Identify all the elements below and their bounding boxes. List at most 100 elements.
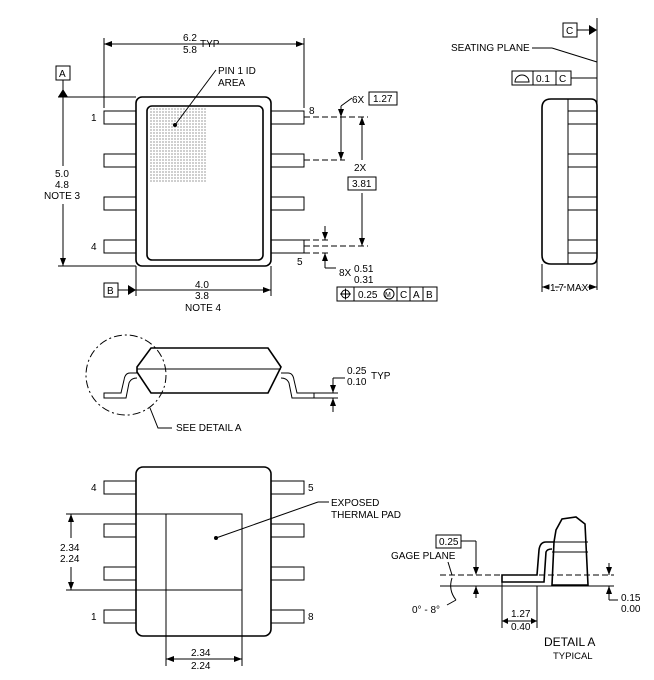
position-value: 0.25 <box>358 290 378 301</box>
detail-a-callout-circle <box>85 334 167 416</box>
bottom-lead-4 <box>103 480 137 495</box>
top-lead-2 <box>103 153 137 168</box>
angle-label: 0° - 8° <box>412 605 440 616</box>
side-lead-3 <box>567 196 598 211</box>
mmc-circle-icon <box>383 288 395 300</box>
length-arrow-bottom <box>60 258 66 266</box>
bottom-pin-4-label: 4 <box>91 483 97 494</box>
side-lead-4 <box>567 239 598 254</box>
datum-b-label: B <box>107 286 114 297</box>
lead-prefix: 8X <box>339 268 352 279</box>
span-arrow-top <box>359 117 365 125</box>
flatness-ref: C <box>559 74 566 85</box>
lead-thk-arrow-bottom <box>330 398 336 406</box>
position-ref-c: C <box>400 290 407 301</box>
body-arrow-right <box>263 287 271 293</box>
gage-arrow-bottom <box>473 586 479 594</box>
foot-arrow-right <box>531 618 537 624</box>
detail-body-outline <box>551 516 589 586</box>
bottom-pin-1-label: 1 <box>91 612 97 623</box>
width-arrow-right <box>296 41 304 47</box>
pin1-label-line2: AREA <box>218 78 246 89</box>
standoff-max: 0.15 <box>621 593 641 604</box>
pitch-box <box>368 91 398 106</box>
lead-thk-min: 0.10 <box>347 377 367 388</box>
width-arrow-left <box>104 41 112 47</box>
flatness-value: 0.1 <box>536 74 550 85</box>
bottom-lead-3 <box>103 523 137 538</box>
pad-h-max: 2.34 <box>60 543 80 554</box>
height-value: 1.7 MAX <box>550 283 589 294</box>
height-arrow-right <box>589 284 597 290</box>
seating-plane-leader <box>551 47 598 63</box>
detail-a-title: DETAIL A <box>544 635 595 649</box>
pitch-arrow-bottom <box>338 152 344 160</box>
see-detail-label: SEE DETAIL A <box>176 423 242 434</box>
datum-c-triangle <box>589 25 597 35</box>
bottom-body-outline <box>135 466 272 637</box>
lead-thk-arrow-top <box>330 385 336 393</box>
pad-h-arrow-bottom <box>68 582 74 590</box>
span-arrow-bottom <box>359 238 365 246</box>
span-prefix: 2X <box>354 163 367 174</box>
top-lead-7 <box>270 153 305 168</box>
front-view: 0.25 0.10 TYP SEE DETAIL A <box>85 334 391 434</box>
datum-b-triangle <box>128 285 136 295</box>
position-icon <box>340 288 351 300</box>
position-tolerance-frame <box>336 286 438 302</box>
bottom-lead-7 <box>270 566 305 581</box>
detail-lead <box>501 541 554 583</box>
pad-w-max: 2.34 <box>191 648 211 659</box>
pin1-leader-dot <box>173 123 177 127</box>
position-ref-a: A <box>413 290 420 301</box>
pitch-value: 1.27 <box>373 94 393 105</box>
top-lead-4 <box>103 239 137 254</box>
mmc-modifier: M <box>385 292 391 299</box>
width-typ: TYP <box>200 39 220 50</box>
bottom-lead-6 <box>270 523 305 538</box>
thermal-pad-leader <box>215 501 319 539</box>
flatness-symbol-icon <box>514 74 530 83</box>
datum-c-label: C <box>566 26 573 37</box>
detail-a: 0.25 GAGE PLANE 0° - 8° 1.27 0.40 0.15 0… <box>391 516 641 662</box>
seating-plane-label: SEATING PLANE <box>451 43 530 54</box>
lead-max: 0.51 <box>354 264 374 275</box>
package-body-inner <box>146 105 264 261</box>
gage-arrow <box>473 567 479 575</box>
lead-thk-max: 0.25 <box>347 366 367 377</box>
top-view: 1 4 8 5 PIN 1 ID AREA 6.2 5.8 TYP A 5.0 … <box>44 33 438 314</box>
bottom-view: 4 1 5 8 EXPOSED THERMAL PAD 2.34 2.24 2.… <box>60 466 401 672</box>
pitch-arrow-top <box>338 109 344 117</box>
side-view: C SEATING PLANE 0.1 C 1.7 MAX <box>451 18 598 296</box>
pin1-label-line1: PIN 1 ID <box>218 66 256 77</box>
side-body-outline <box>541 98 598 265</box>
datum-a-label: A <box>59 69 66 80</box>
front-lead-left <box>103 372 138 399</box>
thermal-pad <box>165 513 243 591</box>
bottom-pin-8-label: 8 <box>308 612 314 623</box>
thermal-pad-leader-dot <box>214 536 218 540</box>
standoff-arrow-bottom <box>606 586 612 594</box>
angle-arc <box>450 577 457 601</box>
thermal-pad-label-line1: EXPOSED <box>331 498 379 509</box>
datum-a-triangle <box>58 89 68 97</box>
front-body-outline <box>136 347 282 394</box>
span-value: 3.81 <box>352 179 372 190</box>
angle-leader <box>446 599 457 606</box>
height-arrow-left <box>542 284 550 290</box>
length-note: NOTE 3 <box>44 191 81 202</box>
position-ref-b: B <box>426 290 433 301</box>
bottom-lead-5 <box>270 480 305 495</box>
top-lead-1 <box>103 110 137 125</box>
top-pin-8-label: 8 <box>309 106 315 117</box>
pitch-prefix: 6X <box>352 95 365 106</box>
pad-h-min: 2.24 <box>60 554 80 565</box>
lead-arrow-bottom <box>322 253 328 261</box>
top-pin-5-label: 5 <box>297 257 303 268</box>
body-min: 3.8 <box>195 291 209 302</box>
top-lead-5 <box>270 239 305 254</box>
body-note: NOTE 4 <box>185 303 222 314</box>
bottom-pin-5-label: 5 <box>308 483 314 494</box>
package-body-outline <box>135 96 272 267</box>
